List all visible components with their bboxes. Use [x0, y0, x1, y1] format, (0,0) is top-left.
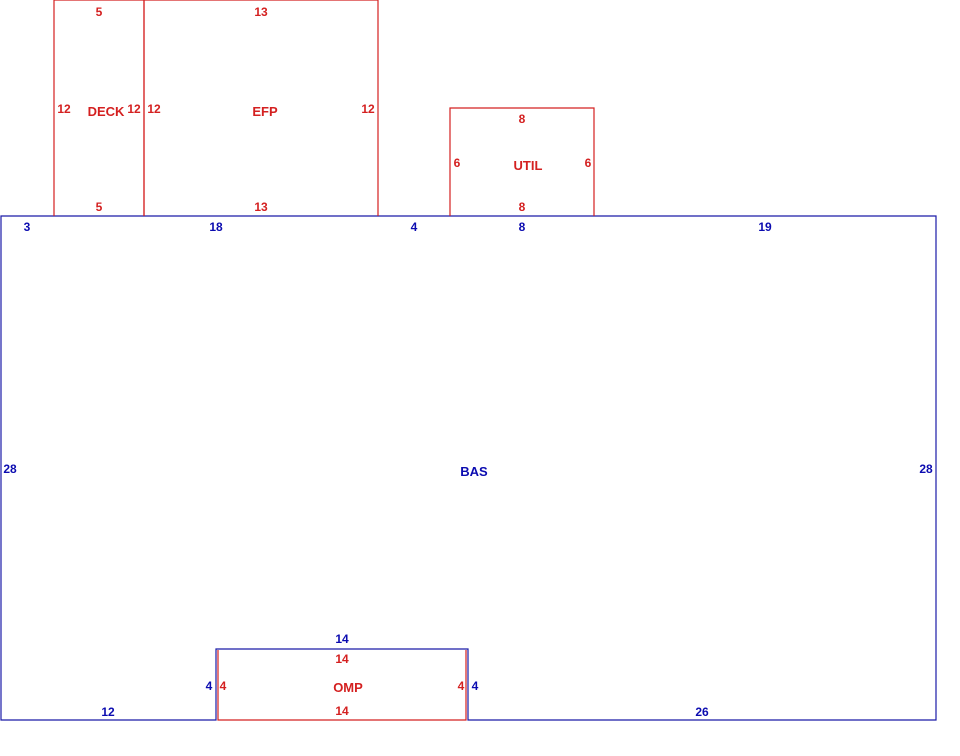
util-right-dim: 6	[585, 156, 592, 170]
util-outline	[449, 107, 595, 216]
efp-left-dim: 12	[147, 102, 161, 116]
efp-right-dim: 12	[361, 102, 375, 116]
bas-notch-top-dim: 14	[335, 632, 349, 646]
deck-top-dim: 5	[96, 5, 103, 19]
bas-top-dim-5: 19	[758, 220, 772, 234]
deck-area: DECK 5 5 12 12	[53, 0, 145, 216]
efp-area: EFP 13 13 12 12	[143, 0, 379, 216]
deck-right-dim: 12	[127, 102, 141, 116]
util-top-dim: 8	[519, 112, 526, 126]
bas-notch-left-dim: 4	[206, 679, 213, 693]
deck-label: DECK	[88, 104, 125, 119]
util-left-dim: 6	[454, 156, 461, 170]
efp-label: EFP	[252, 104, 278, 119]
omp-area: OMP 14 14 4 4	[217, 650, 467, 721]
deck-left-dim: 12	[57, 102, 71, 116]
efp-top-dim: 13	[254, 5, 268, 19]
bas-area: BAS 3 18 4 8 19 28 28 12 26 14 4 4	[0, 215, 937, 721]
bas-top-dim-2: 18	[209, 220, 223, 234]
util-bottom-dim: 8	[519, 200, 526, 214]
bas-top-dim-1: 3	[24, 220, 31, 234]
bas-right-dim: 28	[919, 462, 933, 476]
omp-label: OMP	[333, 680, 363, 695]
efp-outline	[143, 0, 379, 216]
omp-bottom-dim: 14	[335, 704, 349, 718]
bas-top-dim-3: 4	[411, 220, 418, 234]
omp-left-dim: 4	[220, 679, 227, 693]
bas-bottom-left-dim: 12	[101, 705, 115, 719]
bas-label: BAS	[460, 464, 488, 479]
util-label: UTIL	[514, 158, 543, 173]
bas-left-dim: 28	[3, 462, 17, 476]
bas-notch-right-dim: 4	[472, 679, 479, 693]
omp-outline	[217, 650, 467, 721]
omp-top-dim: 14	[335, 652, 349, 666]
bas-top-dim-4: 8	[519, 220, 526, 234]
bas-outline	[0, 215, 937, 721]
util-area: UTIL 8 8 6 6	[449, 107, 595, 216]
efp-bottom-dim: 13	[254, 200, 268, 214]
deck-bottom-dim: 5	[96, 200, 103, 214]
bas-bottom-right-dim: 26	[695, 705, 709, 719]
omp-right-dim: 4	[458, 679, 465, 693]
